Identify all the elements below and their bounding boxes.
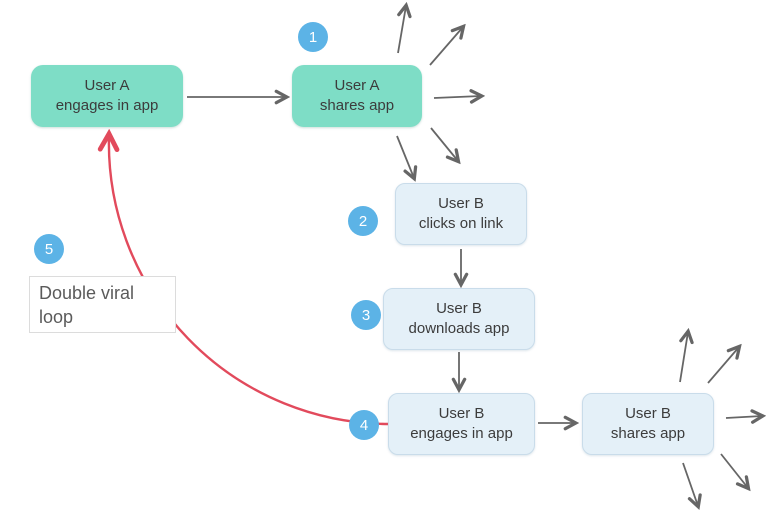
node-text-line1: User A [84,77,130,94]
node-user-a-shares-app: User A shares app [292,65,422,127]
fanout-b-down-arrow [682,462,698,506]
fanout-b-upper-right-arrow [707,347,739,384]
loop-label-line1: Double viral [39,283,135,303]
badge-number: 4 [359,416,369,434]
double-viral-loop-label: Double viral loop [29,276,176,333]
fanout-b-right-arrow [725,416,762,418]
node-text-line1: User B [438,195,484,212]
badge-number: 5 [44,240,54,258]
fanout-a-up-arrow [397,6,406,54]
fanout-a-upper-right-arrow [429,27,463,66]
node-user-b-shares-app: User B shares app [582,393,714,455]
fanout-b-up-arrow [679,332,688,383]
node-text-line2: engages in app [55,97,159,114]
step-badge-5: 5 [34,234,64,264]
node-text-line2: downloads app [408,320,510,337]
fanout-a-lower-right-arrow [430,127,458,161]
double-viral-loop-arrow [109,135,390,426]
step-badge-4: 4 [349,410,379,440]
arrow-a-shares-to-b-clicks [396,135,414,178]
step-badge-1: 1 [298,22,328,52]
node-text-line1: User B [625,405,671,422]
fanout-a-right-arrow [433,96,481,98]
badge-number: 1 [308,28,318,46]
node-text-line1: User B [438,405,485,422]
node-text-line1: User A [334,77,380,94]
badge-number: 3 [361,306,371,324]
node-user-b-clicks-on-link: User B clicks on link [395,183,527,245]
node-text-line2: clicks on link [418,215,504,232]
node-user-a-engages-in-app: User A engages in app [31,65,183,127]
step-badge-3: 3 [351,300,381,330]
node-text-line2: shares app [610,425,686,442]
loop-label-line2: loop [39,307,74,327]
step-badge-2: 2 [348,206,378,236]
node-user-b-downloads-app: User B downloads app [383,288,535,350]
node-text-line2: shares app [319,97,395,114]
node-user-b-engages-in-app: User B engages in app [388,393,535,455]
node-text-line2: engages in app [410,425,513,442]
badge-number: 2 [358,212,368,230]
node-text-line1: User B [436,300,482,317]
fanout-b-lower-right-arrow [720,453,748,488]
